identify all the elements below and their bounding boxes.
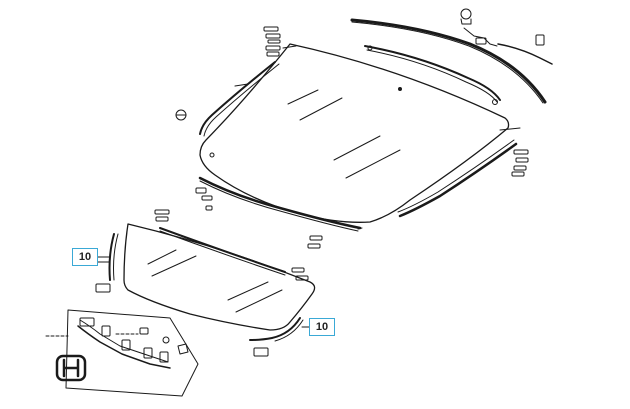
- right-pillar-moulding: [397, 127, 529, 218]
- upper-trim-strip: [350, 18, 547, 104]
- left-pillar-moulding: [199, 61, 280, 137]
- callout-ref-right[interactable]: 10: [309, 318, 335, 336]
- h-emblem: [55, 354, 87, 382]
- rear-glass-clips: [95, 209, 323, 357]
- rear-right-side-strip: [249, 317, 304, 342]
- rear-window-glass: [123, 223, 316, 331]
- windshield-glass: [199, 43, 510, 223]
- emblem-bracket-inset: [45, 309, 199, 397]
- lower-cowl-trim: [195, 176, 363, 232]
- top-clip-group: [460, 8, 553, 65]
- callout-leaders: [97, 256, 310, 328]
- top-left-clip-stack: [263, 26, 297, 57]
- mid-left-clip: [175, 109, 187, 121]
- upper-side-moulding: [364, 45, 501, 105]
- callout-ref-left[interactable]: 10: [72, 248, 98, 266]
